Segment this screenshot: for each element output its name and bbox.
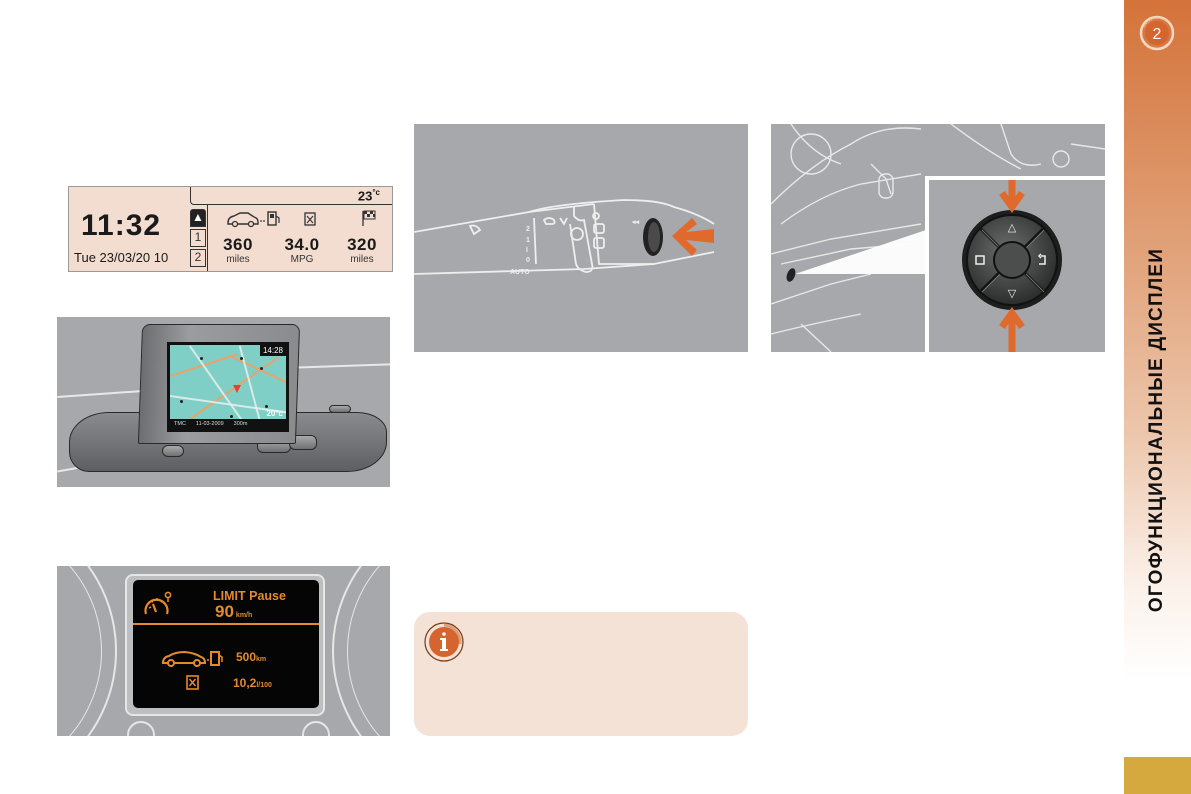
wiper-stalk-image: 2 1 I 0 AUTO ◂◂	[414, 124, 748, 352]
car-icon: ▲	[190, 209, 206, 227]
chapter-number: 2	[1153, 26, 1162, 43]
control-closeup: △ ▽	[925, 176, 1105, 352]
right-gauge	[332, 566, 390, 736]
trip-tab-2: 2	[190, 249, 206, 267]
temperature-bar: 23°c	[190, 187, 392, 205]
zoom-callout	[795, 229, 929, 274]
fuel-can-icon	[186, 674, 199, 695]
left-gauge-inner	[57, 566, 102, 736]
temperature-unit: °c	[372, 188, 380, 197]
svg-text:0: 0	[526, 257, 530, 264]
press-arrow-icon	[672, 218, 714, 256]
position-marker	[233, 385, 241, 393]
svg-text:2: 2	[526, 226, 530, 233]
control-location-dot	[786, 268, 796, 282]
nav-clock: 14:28	[259, 345, 286, 356]
car-to-fuel-icon	[226, 210, 284, 231]
temperature-value: 23	[357, 188, 373, 204]
up-icon: △	[1008, 222, 1017, 234]
down-icon: ▽	[1008, 288, 1017, 300]
right-gauge-inner	[347, 566, 390, 736]
date-text: Tue 23/03/20 10	[74, 250, 169, 265]
thumbwheel-control: △ ▽	[962, 180, 1062, 352]
svg-text:AUTO: AUTO	[510, 269, 530, 276]
info-note-box	[414, 612, 748, 736]
svg-text:I: I	[526, 247, 528, 254]
svg-text:◂◂: ◂◂	[631, 219, 640, 226]
press-down-arrow-icon	[999, 180, 1025, 214]
clock-time: 11:32	[81, 209, 162, 242]
svg-text:1: 1	[526, 237, 530, 244]
trip-tabs: ▲ 1 2	[190, 209, 207, 271]
outside-temperature: 23°c	[358, 188, 380, 203]
limit-status: LIMIT Pause	[213, 589, 286, 603]
press-up-arrow-icon	[999, 306, 1025, 352]
page-number-tab	[1124, 757, 1191, 794]
small-dial-left	[127, 721, 155, 736]
chapter-sidebar: 2 ОГОФУНКЦИОНАЛЬНЫЕ ДИСПЛЕИ	[1124, 0, 1191, 715]
console-button-left	[162, 445, 184, 457]
steering-control-image: △ ▽	[771, 124, 1105, 352]
left-gauge	[57, 566, 117, 736]
range-value: 500km	[236, 650, 267, 664]
dash-outline	[286, 363, 390, 369]
dashboard-drawing	[771, 124, 1105, 352]
menu-icon	[975, 255, 985, 265]
fuel-can-icon	[304, 211, 316, 229]
consumption-value: 10,2l/100	[233, 676, 272, 690]
separator	[133, 623, 319, 625]
back-icon	[1037, 253, 1046, 265]
car-to-fuel-icon	[161, 648, 223, 673]
stalk-drawing: 2 1 I 0 AUTO ◂◂	[414, 199, 715, 276]
speed-limiter-icon	[143, 590, 173, 625]
chapter-title: ОГОФУНКЦИОНАЛЬНЫЕ ДИСПЛЕИ	[1146, 247, 1167, 613]
nav-temperature: 20°c	[266, 409, 283, 418]
console-button-right	[329, 405, 351, 413]
info-icon	[424, 622, 464, 662]
trip-tab-1: 1	[190, 229, 206, 247]
checkered-flag-icon	[362, 210, 376, 230]
chapter-badge: 2	[1139, 15, 1175, 51]
small-dial-right	[302, 721, 330, 736]
